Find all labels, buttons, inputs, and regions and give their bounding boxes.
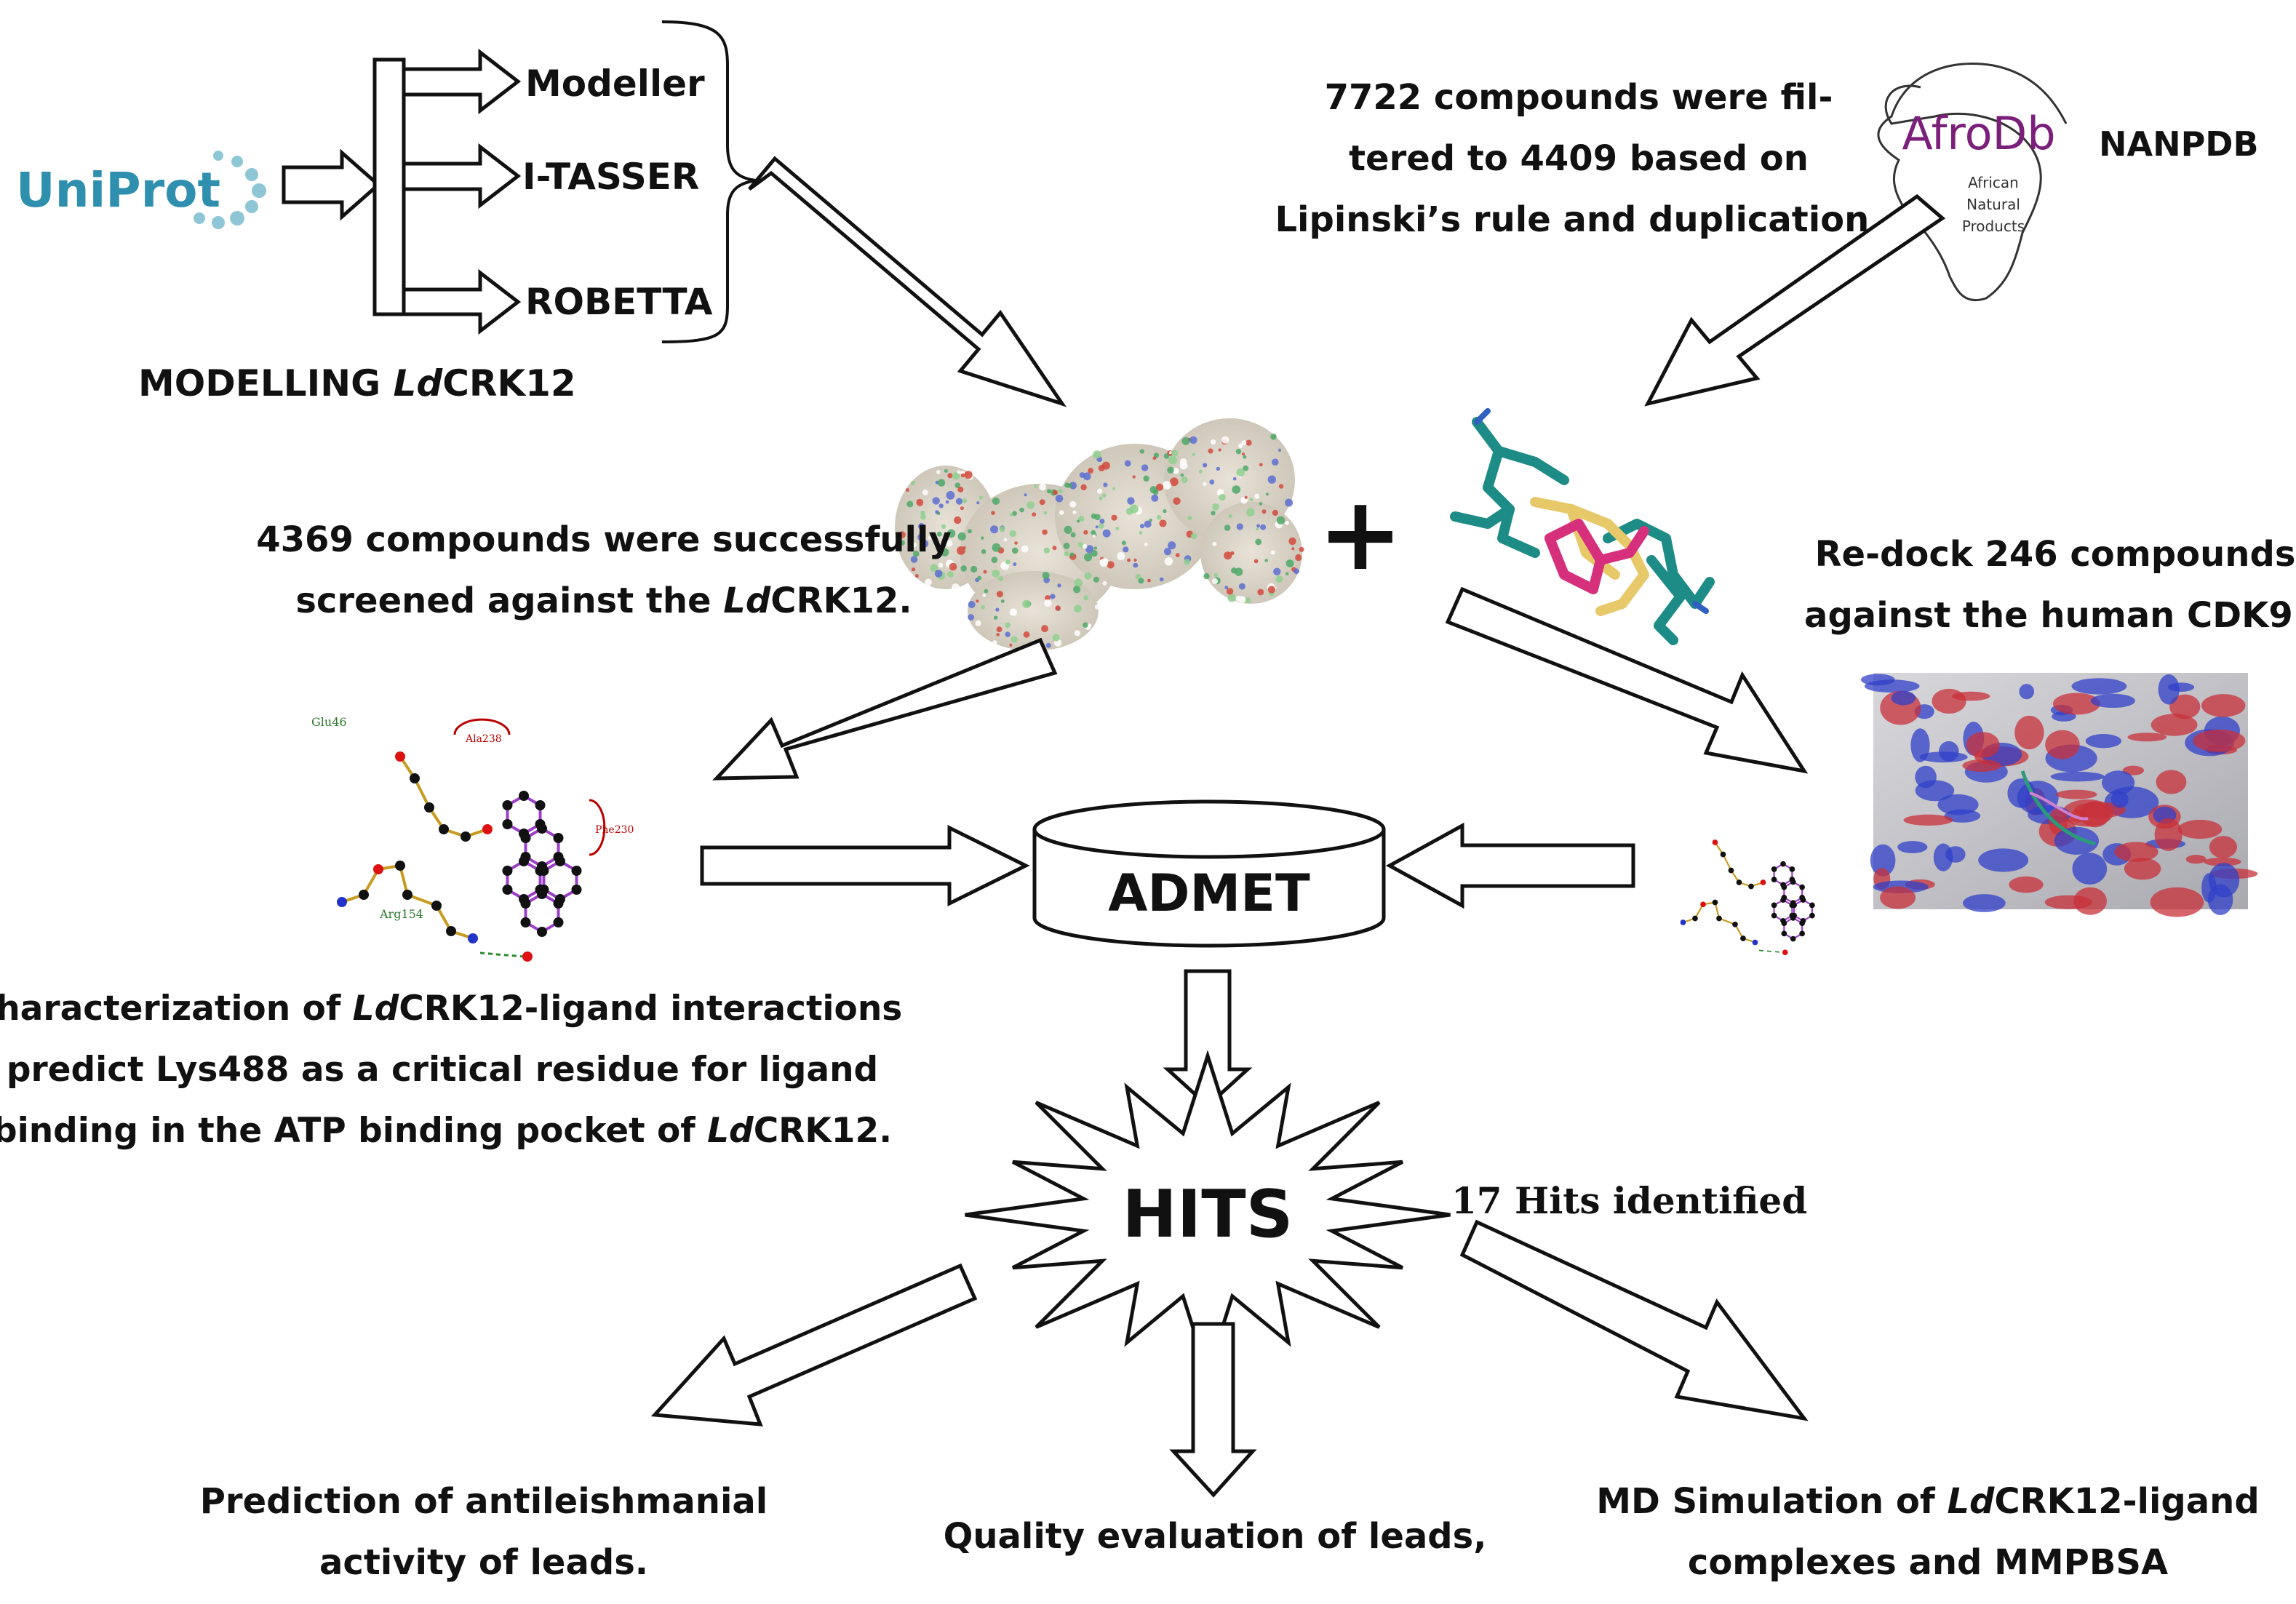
arrow-ligands-to-redock: [1445, 586, 1809, 774]
cdk9-surface-image: [1860, 673, 2258, 917]
arrow-uniprot-to-tools: [282, 148, 381, 221]
ligand-2d-structure-left: [337, 751, 582, 962]
arrow-interactions-to-admet: [700, 824, 1030, 907]
arrow-hits-to-prediction: [650, 1263, 978, 1427]
tool-robetta: ROBETTA: [525, 281, 713, 323]
interaction-map-right: [1680, 839, 1815, 956]
redock-text-line-1: Re-dock 246 compounds: [1815, 534, 2296, 575]
africa-outline: [1877, 63, 2068, 302]
uniprot-dots: [194, 151, 266, 229]
protein-atom-speckles: [898, 434, 1304, 648]
arrow-admet-to-hits: [1163, 969, 1253, 1109]
afrodb-logo-sub-3: Products: [1962, 218, 2025, 235]
afrodb-logo-sub-1: African: [1968, 174, 2019, 191]
screen-text-line-1: 4369 compounds were successfully: [256, 519, 952, 560]
hits-count-text: 17 Hits identified: [1451, 1179, 1807, 1222]
uniprot-logo: UniProt: [16, 151, 266, 229]
arrow-redock-to-admet: [1385, 822, 1635, 909]
filter-text-line-2: tered to 4409 based on: [1349, 138, 1809, 179]
residue-arg154: Arg154: [379, 907, 423, 921]
arrow-database-to-ligands: [1644, 193, 1946, 407]
afrodb-logo-sub-2: Natural: [1966, 196, 2020, 213]
tool-modeller: Modeller: [525, 63, 705, 105]
arrow-hits-to-md: [1459, 1219, 1809, 1421]
interaction-map-left: Ala238 Phe230 Glu46 Arg154: [311, 715, 634, 962]
characterization-line-1: Characterization of LdCRK12-ligand inter…: [0, 989, 902, 1029]
plus-sign: +: [1318, 475, 1403, 594]
surface-charge-patches: [1860, 674, 2258, 917]
hits-label: HITS: [1122, 1176, 1293, 1253]
outcome-quality: Quality evaluation of leads,: [944, 1516, 1487, 1557]
outcome-md-line-2: complexes and MMPBSA: [1688, 1542, 2168, 1583]
arrow-models-to-protein: [748, 156, 1067, 407]
characterization-line-2: predict Lys488 as a critical residue for…: [7, 1050, 878, 1090]
admet-cylinder: ADMET: [1032, 799, 1386, 948]
modelling-caption: MODELLING LdCRK12: [138, 362, 576, 404]
filter-text-line-3: Lipinski’s rule and duplication.: [1275, 199, 1882, 240]
characterization-line-3: binding in the ATP binding pocket of LdC…: [0, 1111, 892, 1151]
arrow-to-modeller: [402, 48, 522, 115]
tool-itasser: I-TASSER: [522, 156, 699, 198]
residue-ala238: Ala238: [465, 733, 502, 745]
outcome-prediction-line-2: activity of leads.: [319, 1542, 648, 1583]
arrow-to-itasser: [402, 143, 522, 210]
tools-bracket-bar: [372, 57, 406, 316]
afrodb-logo-title: AfroDb: [1902, 107, 2055, 160]
outcome-prediction-line-1: Prediction of antileishmanial: [200, 1481, 768, 1522]
residue-glu46: Glu46: [311, 715, 347, 729]
ligand-overlay-image: [1450, 408, 1715, 645]
filter-text-line-1: 7722 compounds were fil-: [1325, 77, 1833, 118]
arrow-protein-to-interactions: [712, 637, 1058, 781]
nanpdb-label: NANPDB: [2099, 124, 2259, 164]
residue-phe230: Phe230: [595, 824, 634, 836]
outcome-md-line-1: MD Simulation of LdCRK12-ligand: [1596, 1481, 2259, 1522]
afrodb-logo: AfroDb African Natural Products: [1877, 63, 2068, 302]
protein-structure-image: [895, 418, 1304, 651]
screen-text-line-2: screened against the LdCRK12.: [295, 580, 912, 621]
admet-label: ADMET: [1108, 863, 1310, 923]
uniprot-logo-text: UniProt: [16, 162, 220, 218]
redock-text-line-2: against the human CDK9.: [1804, 595, 2296, 636]
arrow-hits-to-quality: [1169, 1322, 1257, 1498]
arrow-to-robetta: [402, 268, 522, 335]
